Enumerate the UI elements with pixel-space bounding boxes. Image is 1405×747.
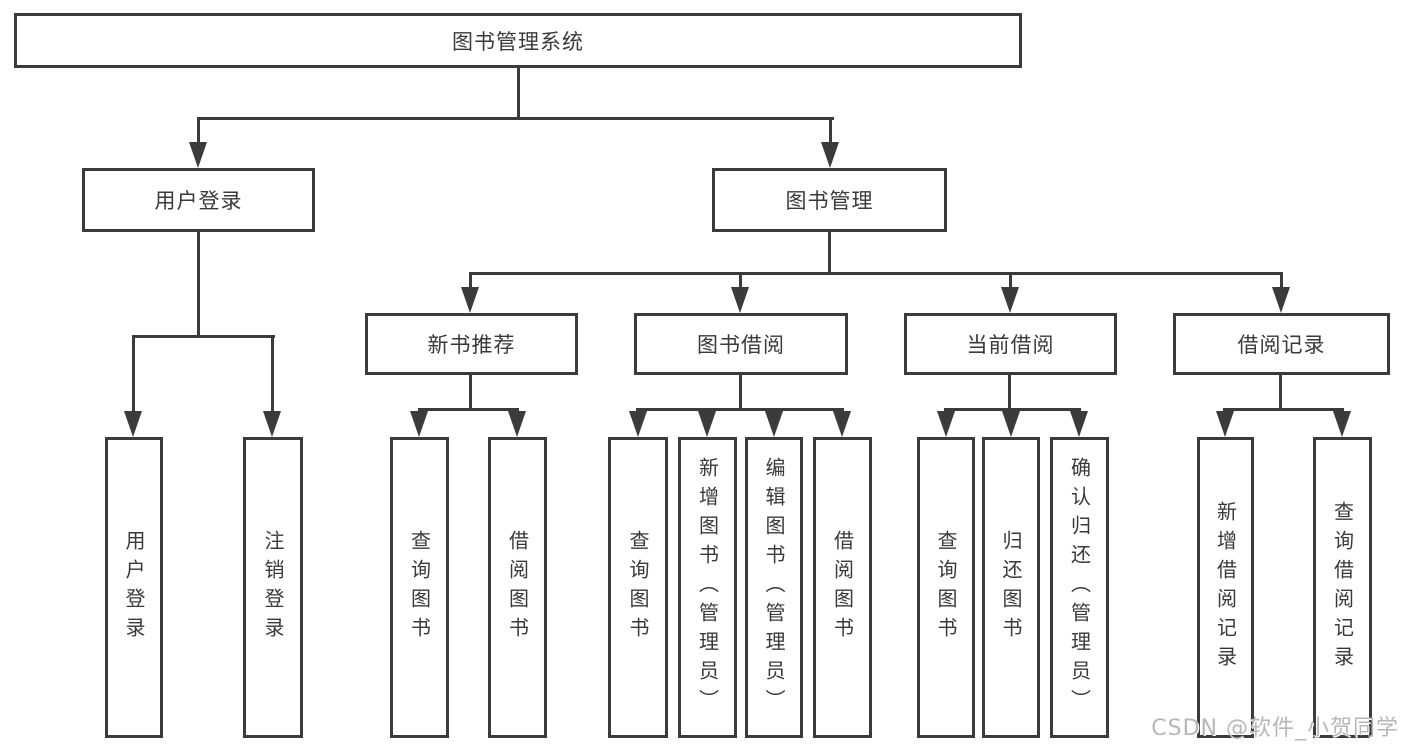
leaf-query-books-borrowing: 查询图书 bbox=[608, 437, 668, 738]
connector-book-mgmt-hbar bbox=[469, 272, 1283, 275]
arrowhead-bb4 bbox=[833, 411, 851, 437]
connector-drop-user-login bbox=[197, 117, 200, 145]
arrowhead-bb2 bbox=[698, 411, 716, 437]
node-user-login: 用户登录 bbox=[82, 168, 315, 232]
connector-drop-book-management bbox=[829, 117, 832, 145]
leaf-logout: 注销登录 bbox=[243, 437, 303, 738]
arrowhead-current-borrowing bbox=[1001, 287, 1019, 313]
leaf-confirm-return-admin: 确认归还（管理员） bbox=[1050, 437, 1109, 738]
connector-user-login-stem bbox=[197, 232, 200, 338]
connector-current-borrow-stem bbox=[1008, 375, 1011, 411]
connector-drop-leaf-logout bbox=[271, 335, 274, 413]
arrowhead-user-login bbox=[189, 142, 207, 168]
connector-borrow-records-stem bbox=[1279, 375, 1282, 411]
node-root: 图书管理系统 bbox=[14, 13, 1022, 68]
connector-drop-new-book bbox=[469, 272, 472, 289]
connector-drop-borrowing-records bbox=[1280, 272, 1283, 289]
arrowhead-book-management bbox=[821, 142, 839, 168]
arrowhead-nb2 bbox=[508, 411, 526, 437]
leaf-user-login: 用户登录 bbox=[105, 437, 163, 738]
node-book-management: 图书管理 bbox=[712, 168, 947, 232]
connector-drop-leaf-user-login bbox=[132, 335, 135, 413]
arrowhead-cb2 bbox=[1002, 411, 1020, 437]
node-book-borrowing: 图书借阅 bbox=[634, 313, 848, 375]
leaf-add-borrow-record: 新增借阅记录 bbox=[1197, 437, 1254, 738]
connector-book-mgmt-stem bbox=[828, 232, 831, 275]
arrowhead-br2 bbox=[1333, 411, 1351, 437]
arrowhead-br1 bbox=[1216, 411, 1234, 437]
arrowhead-cb1 bbox=[937, 411, 955, 437]
arrowhead-new-book bbox=[461, 287, 479, 313]
leaf-query-books-recommend: 查询图书 bbox=[390, 437, 449, 738]
connector-book-borrow-hbar bbox=[636, 408, 844, 411]
connector-new-book-hbar bbox=[418, 408, 519, 411]
leaf-borrow-books-recommend: 借阅图书 bbox=[488, 437, 547, 738]
connector-root-stem bbox=[517, 68, 520, 120]
arrowhead-book-borrowing bbox=[731, 287, 749, 313]
node-current-borrowing: 当前借阅 bbox=[904, 313, 1117, 375]
arrowhead-nb1 bbox=[410, 411, 428, 437]
connector-borrow-records-hbar bbox=[1223, 408, 1344, 411]
node-new-book-recommend: 新书推荐 bbox=[365, 313, 578, 375]
leaf-query-books-current: 查询图书 bbox=[917, 437, 975, 738]
leaf-borrow-books: 借阅图书 bbox=[813, 437, 872, 738]
leaf-return-books: 归还图书 bbox=[982, 437, 1040, 738]
arrowhead-leaf-logout bbox=[263, 411, 281, 437]
connector-root-hbar bbox=[197, 117, 834, 120]
connector-drop-current-borrowing bbox=[1009, 272, 1012, 289]
connector-drop-book-borrowing bbox=[739, 272, 742, 289]
leaf-add-books-admin: 新增图书（管理员） bbox=[678, 437, 737, 738]
arrowhead-bb1 bbox=[629, 411, 647, 437]
connector-new-book-stem bbox=[469, 375, 472, 411]
leaf-query-borrow-record: 查询借阅记录 bbox=[1313, 437, 1372, 738]
leaf-edit-books-admin: 编辑图书（管理员） bbox=[745, 437, 803, 738]
arrowhead-bb3 bbox=[765, 411, 783, 437]
arrowhead-leaf-user-login bbox=[124, 411, 142, 437]
node-borrowing-records: 借阅记录 bbox=[1173, 313, 1390, 375]
arrowhead-cb3 bbox=[1070, 411, 1088, 437]
watermark: CSDN @软件_小贺同学 bbox=[1151, 716, 1399, 741]
connector-user-login-hbar bbox=[132, 335, 275, 338]
arrowhead-borrowing-records bbox=[1272, 287, 1290, 313]
connector-book-borrow-stem bbox=[739, 375, 742, 411]
